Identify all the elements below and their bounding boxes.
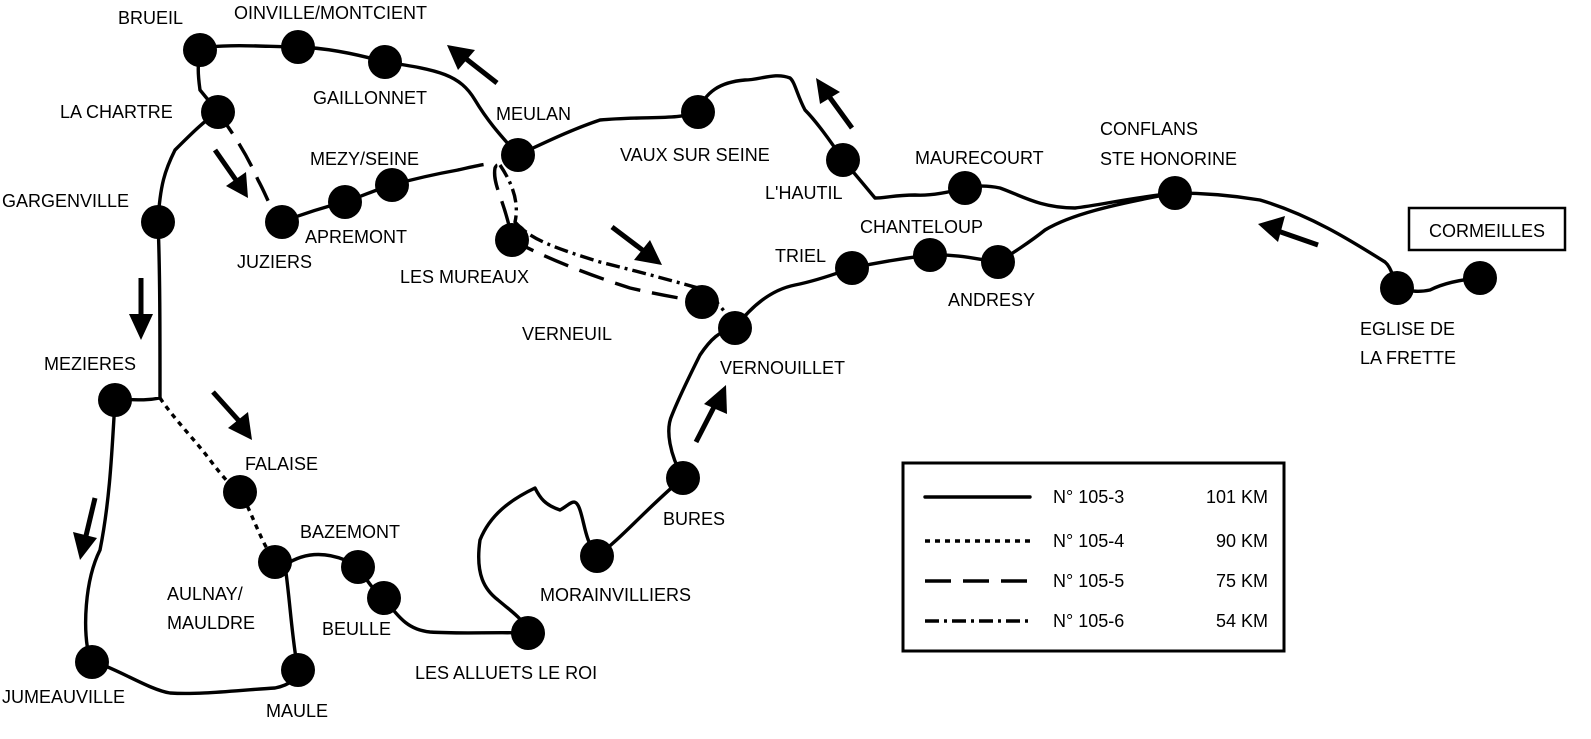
place-label-vaux: VAUX SUR SEINE (620, 145, 770, 165)
place-label-la-chartre: LA CHARTRE (60, 102, 173, 122)
stop-maurecourt[interactable] (948, 171, 982, 205)
place-label-andresy: ANDRESY (948, 290, 1035, 310)
place-label-apremont: APREMONT (305, 227, 407, 247)
place-label-morainvilliers: MORAINVILLIERS (540, 585, 691, 605)
stop-beulle[interactable] (367, 581, 401, 615)
stop-bazemont[interactable] (341, 550, 375, 584)
place-label-aulnay: AULNAY/ (167, 584, 243, 604)
place-label-beulle: BEULLE (322, 619, 391, 639)
stop-mezy[interactable] (375, 168, 409, 202)
stop-falaise[interactable] (223, 475, 257, 509)
place-label-oinville: OINVILLE/MONTCIENT (234, 3, 427, 23)
direction-arrow (447, 45, 499, 85)
legend-distance: 101 KM (1206, 487, 1268, 507)
stop-oinville[interactable] (281, 30, 315, 64)
route-105-4-segment (158, 397, 277, 563)
place-label-gaillonnet: GAILLONNET (313, 88, 427, 108)
place-label-chanteloup: CHANTELOUP (860, 217, 983, 237)
direction-arrow (129, 278, 153, 340)
stop-juziers[interactable] (265, 205, 299, 239)
place-label-jumeauville: JUMEAUVILLE (2, 687, 125, 707)
place-label-mauldre: MAULDRE (167, 613, 255, 633)
place-label-triel: TRIEL (775, 246, 826, 266)
place-label-mezy: MEZY/SEINE (310, 149, 419, 169)
place-label-vernouillet: VERNOUILLET (720, 358, 845, 378)
place-label-bazemont: BAZEMONT (300, 522, 400, 542)
place-label-falaise: FALAISE (245, 454, 318, 474)
legend-distance: 54 KM (1216, 611, 1268, 631)
legend-distance: 90 KM (1216, 531, 1268, 551)
place-label-la-frette: LA FRETTE (1360, 348, 1456, 368)
place-label-eglise-de: EGLISE DE (1360, 319, 1455, 339)
stop-vernouillet[interactable] (718, 311, 752, 345)
stop-mezieres[interactable] (98, 383, 132, 417)
stop-triel[interactable] (835, 251, 869, 285)
direction-arrow (1258, 216, 1319, 248)
stop-eglise-de-la-frette[interactable] (1380, 271, 1414, 305)
legend-route-name: N° 105-6 (1053, 611, 1124, 631)
place-label-hautil: L'HAUTIL (765, 183, 842, 203)
stop-hautil[interactable] (826, 143, 860, 177)
stop-bures[interactable] (666, 461, 700, 495)
stop-morainvilliers[interactable] (580, 539, 614, 573)
stop-verneuil[interactable] (685, 285, 719, 319)
stop-jumeauville[interactable] (75, 645, 109, 679)
place-label-conflans: CONFLANS (1100, 119, 1198, 139)
place-label-les-mureaux: LES MUREAUX (400, 267, 529, 287)
stop-aulnay-mauldre[interactable] (258, 545, 292, 579)
place-label-juziers: JUZIERS (237, 252, 312, 272)
stop-les-alluets[interactable] (511, 616, 545, 650)
legend-route-name: N° 105-3 (1053, 487, 1124, 507)
stop-gaillonnet[interactable] (368, 45, 402, 79)
direction-arrow (816, 78, 855, 130)
stop-apremont[interactable] (328, 185, 362, 219)
stop-meulan[interactable] (501, 138, 535, 172)
stop-vaux-sur-seine[interactable] (681, 95, 715, 129)
direction-arrow (610, 225, 662, 265)
place-label-brueil: BRUEIL (118, 8, 183, 28)
stop-les-mureaux[interactable] (495, 223, 529, 257)
place-label-gargenville: GARGENVILLE (2, 191, 129, 211)
legend: N° 105-3 101 KM N° 105-4 90 KM N° 105-5 … (901, 461, 1286, 653)
place-label-meulan: MEULAN (496, 104, 571, 124)
place-label-bures: BURES (663, 509, 725, 529)
legend-route-name: N° 105-4 (1053, 531, 1124, 551)
start-badge: CORMEILLES (1407, 206, 1567, 252)
stop-brueil[interactable] (183, 33, 217, 67)
place-label-maurecourt: MAURECOURT (915, 148, 1044, 168)
stop-gargenville[interactable] (141, 205, 175, 239)
legend-distance: 75 KM (1216, 571, 1268, 591)
stop-la-chartre[interactable] (201, 95, 235, 129)
stop-chanteloup[interactable] (913, 238, 947, 272)
place-label-mezieres: MEZIERES (44, 354, 136, 374)
direction-arrow (693, 385, 727, 444)
stop-conflans[interactable] (1158, 176, 1192, 210)
legend-route-name: N° 105-5 (1053, 571, 1124, 591)
stop-cormeilles[interactable] (1463, 261, 1497, 295)
direction-arrow (73, 497, 98, 560)
stop-maule[interactable] (281, 653, 315, 687)
route-105-5-segment-juziers (216, 111, 284, 224)
place-label-maule: MAULE (266, 701, 328, 721)
direction-arrow (212, 148, 248, 198)
direction-arrow (211, 390, 252, 440)
route-105-3-apremont-branch (280, 168, 460, 224)
place-label-alluets: LES ALLUETS LE ROI (415, 663, 597, 683)
start-badge-label: CORMEILLES (1429, 221, 1545, 241)
stop-andresy[interactable] (981, 245, 1015, 279)
place-label-ste-honorine: STE HONORINE (1100, 149, 1237, 169)
place-label-verneuil: VERNEUIL (522, 324, 612, 344)
